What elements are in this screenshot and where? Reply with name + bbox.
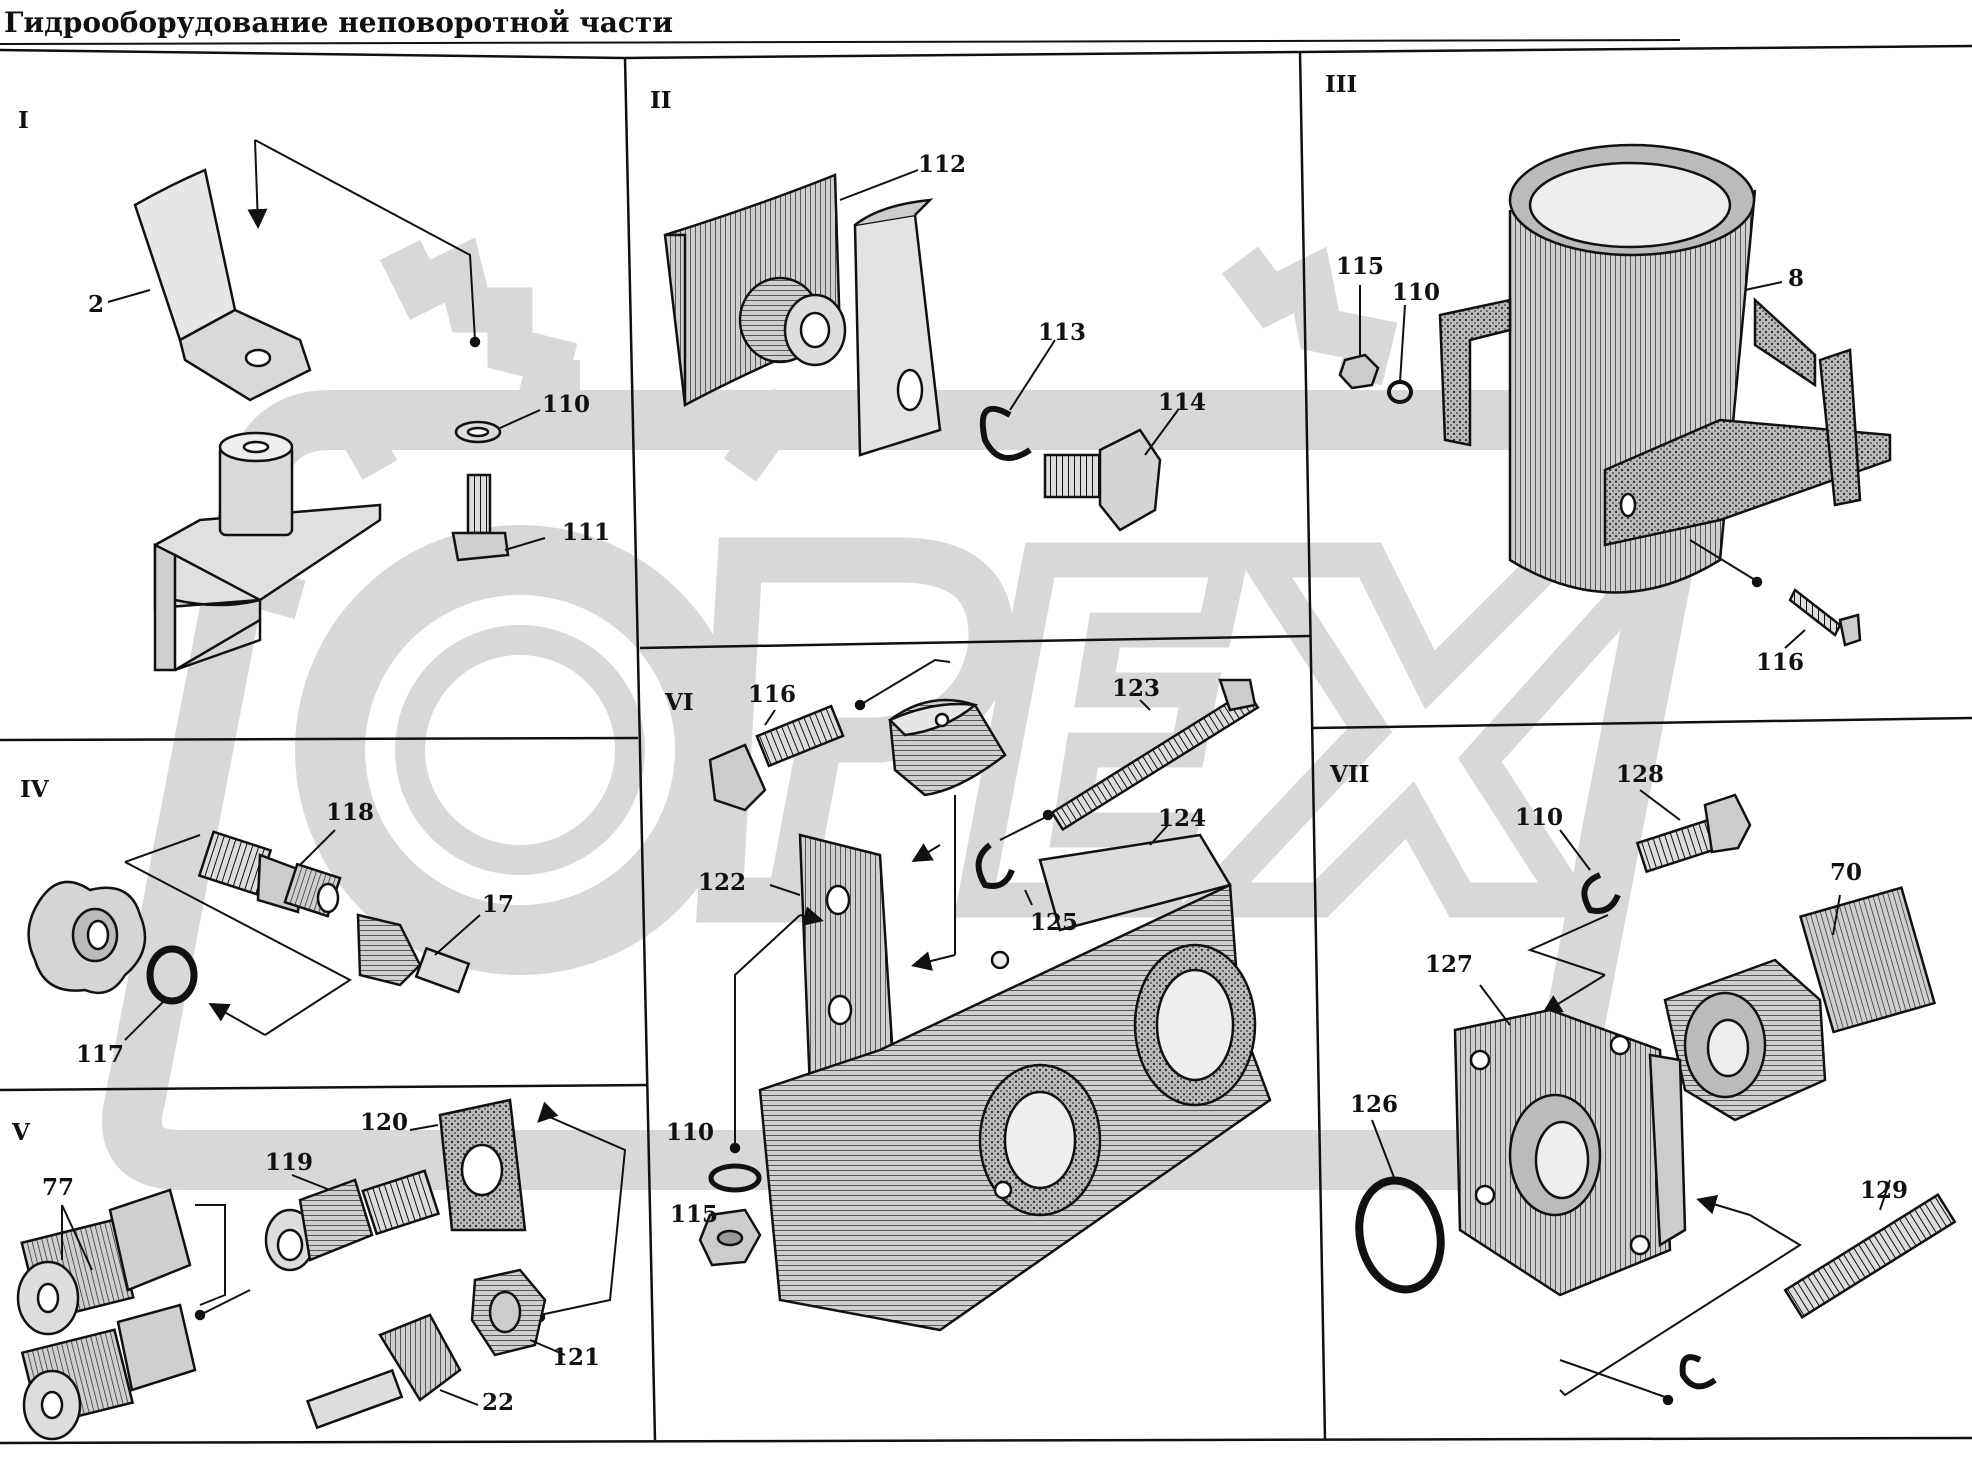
callout-17: 17 — [482, 891, 514, 918]
callout-115-s3: 115 — [1336, 253, 1384, 280]
section-1-drawing — [107, 139, 546, 672]
section-label-6: VI — [664, 689, 694, 716]
callout-117: 117 — [76, 1041, 124, 1068]
section-4-drawing — [27, 829, 481, 1041]
callout-128: 128 — [1616, 761, 1664, 788]
section-5-drawing — [16, 1098, 627, 1441]
callout-112: 112 — [918, 151, 966, 178]
callout-115-s6: 115 — [670, 1201, 718, 1228]
callout-125: 125 — [1030, 909, 1078, 936]
callout-110-s3: 110 — [1392, 279, 1440, 306]
section-label-7: VII — [1329, 761, 1369, 788]
callout-118: 118 — [326, 799, 374, 826]
callout-122: 122 — [698, 869, 746, 896]
callout-22: 22 — [482, 1389, 514, 1416]
section-label-1: I — [18, 107, 29, 134]
callout-110-s1: 110 — [542, 391, 590, 418]
callout-110-s6: 110 — [666, 1119, 714, 1146]
section-label-5: V — [11, 1119, 31, 1146]
callout-116-s3: 116 — [1756, 649, 1804, 676]
callout-8: 8 — [1788, 265, 1804, 292]
callout-127: 127 — [1425, 951, 1473, 978]
callout-124: 124 — [1158, 805, 1206, 832]
callout-77: 77 — [42, 1174, 74, 1201]
callout-110-s7: 110 — [1515, 804, 1563, 831]
callout-120: 120 — [360, 1109, 408, 1136]
callout-113: 113 — [1038, 319, 1086, 346]
section-7-drawing — [1355, 789, 1957, 1406]
callout-123: 123 — [1112, 675, 1160, 702]
section-3-drawing — [1338, 143, 1892, 649]
section-label-3: III — [1325, 71, 1357, 98]
section-6-drawing — [698, 658, 1272, 1332]
section-label-4: IV — [20, 776, 50, 803]
section-2-drawing — [663, 169, 1179, 532]
callout-111: 111 — [562, 519, 610, 546]
callout-121: 121 — [552, 1344, 600, 1371]
panel-grid — [0, 44, 1972, 1445]
callout-114: 114 — [1158, 389, 1206, 416]
page-title: Гидрооборудование неповоротной части — [4, 6, 674, 39]
callout-126: 126 — [1350, 1091, 1398, 1118]
title-rule — [0, 39, 1681, 45]
callout-119: 119 — [265, 1149, 313, 1176]
callout-116-s6: 116 — [748, 681, 796, 708]
callout-70: 70 — [1830, 859, 1862, 886]
callout-2: 2 — [88, 291, 104, 318]
section-label-2: II — [650, 87, 672, 114]
callout-129: 129 — [1860, 1177, 1908, 1204]
